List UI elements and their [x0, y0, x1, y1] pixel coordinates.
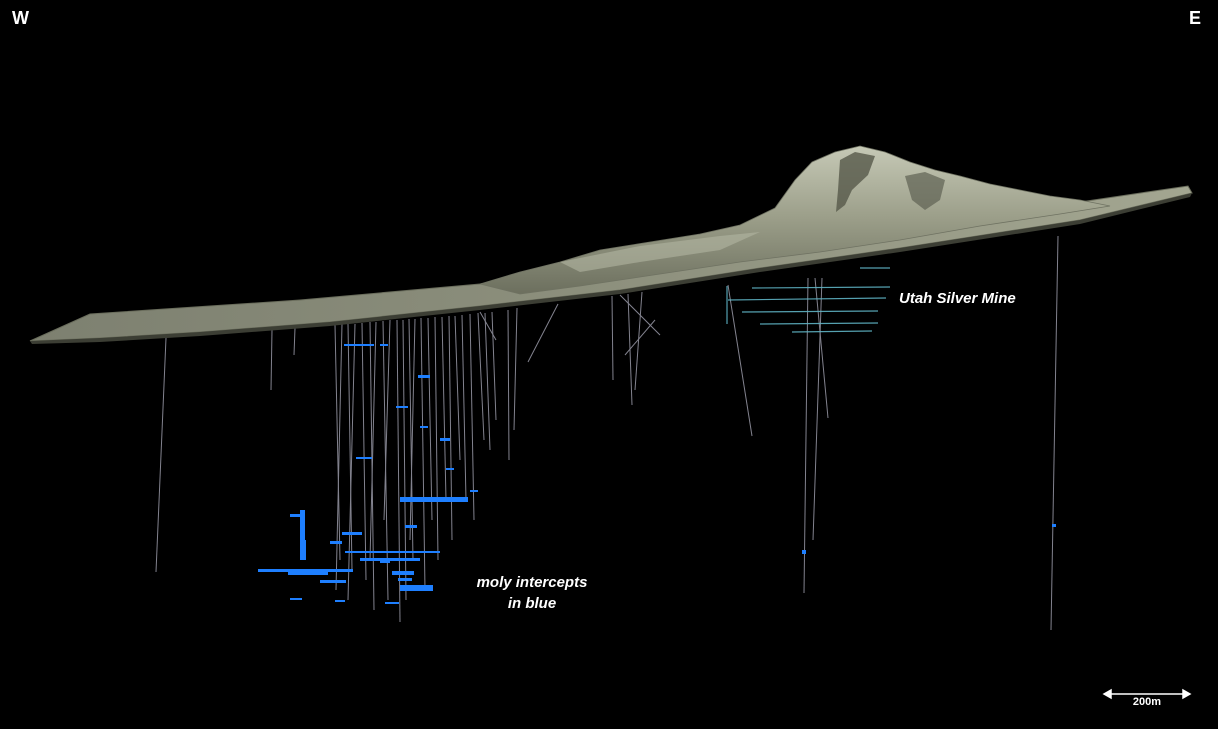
mine-level — [751, 286, 891, 289]
drillhole-trace — [527, 303, 559, 363]
drillhole-trace — [491, 311, 497, 421]
scale-bar: 200m — [1104, 686, 1190, 714]
moly-intercept — [392, 571, 414, 575]
drillhole-traces — [155, 235, 1059, 631]
drillhole-trace — [441, 316, 447, 501]
moly-intercept — [335, 600, 345, 602]
moly-intercept — [405, 525, 417, 528]
drillhole-trace — [479, 311, 497, 341]
compass-east-label: E — [1189, 8, 1202, 28]
moly-intercept — [418, 375, 430, 378]
moly-intercept — [470, 490, 478, 492]
drillhole-trace — [427, 317, 433, 521]
terrain-surface — [29, 145, 1193, 344]
drillhole-trace — [402, 319, 407, 601]
drillhole-trace — [513, 307, 518, 431]
drillhole-trace — [408, 318, 414, 561]
moly-intercept — [290, 514, 304, 517]
moly-intercept — [290, 598, 302, 600]
drillhole-trace — [727, 284, 753, 437]
moly-label-line-2: in blue — [507, 595, 557, 612]
moly-intercept — [400, 585, 433, 591]
terrain-mountain — [478, 145, 1111, 295]
moly-intercept — [1052, 524, 1056, 527]
mine-level — [759, 322, 879, 325]
moly-intercept — [345, 551, 440, 553]
drillhole-trace — [383, 319, 391, 521]
drillhole-trace — [484, 312, 491, 451]
moly-intercept — [420, 426, 428, 428]
mine-level — [791, 330, 873, 333]
moly-intercept — [440, 438, 450, 441]
drillhole-trace — [454, 315, 461, 461]
mine-level — [727, 297, 887, 301]
drillhole-trace — [507, 309, 510, 461]
moly-intercept — [446, 468, 454, 470]
terrain-ridge-shadow-2 — [905, 172, 945, 210]
moly-intercept — [360, 558, 420, 561]
drillhole-trace — [347, 323, 356, 601]
drillhole-trace — [270, 329, 273, 391]
drillhole-trace — [420, 317, 426, 591]
drillhole-trace — [335, 323, 343, 591]
moly-intercepts — [258, 344, 1056, 604]
drillhole-trace — [1050, 235, 1059, 631]
moly-intercept — [258, 569, 353, 572]
mine-workings — [726, 267, 891, 333]
moly-intercept — [802, 550, 806, 554]
drillhole-trace — [361, 322, 367, 581]
drillhole-trace — [369, 321, 377, 561]
drillhole-trace — [155, 337, 167, 573]
drillhole-trace — [812, 277, 823, 541]
terrain-slope-highlight — [560, 232, 760, 272]
moly-intercept — [396, 406, 408, 408]
drillhole-trace — [461, 314, 467, 501]
drillhole-trace — [814, 277, 829, 419]
compass-west-label: W — [12, 8, 29, 28]
moly-intercepts-label: moly intercepts in blue — [462, 572, 602, 614]
moly-intercept — [385, 602, 399, 604]
moly-intercept — [380, 560, 390, 563]
drillhole-trace — [624, 319, 656, 356]
scale-bar-arrow — [1102, 688, 1192, 700]
moly-intercept — [344, 344, 374, 346]
moly-intercept — [288, 572, 328, 575]
drillhole-trace — [293, 327, 296, 356]
drillhole-trace — [396, 319, 401, 623]
moly-intercept — [380, 344, 388, 346]
moly-label-line-1: moly intercepts — [476, 574, 588, 591]
drillhole-trace — [611, 295, 614, 381]
drillhole-trace — [803, 277, 809, 594]
moly-intercept — [330, 541, 342, 544]
mine-level — [741, 310, 879, 313]
drillhole-trace — [469, 313, 475, 521]
moly-intercept — [400, 497, 468, 502]
moly-intercept — [342, 532, 362, 535]
utah-silver-mine-label: Utah Silver Mine — [899, 290, 1016, 307]
drillhole-trace — [434, 316, 439, 561]
drillhole-trace — [634, 291, 643, 391]
drillhole-trace — [619, 294, 661, 336]
drillhole-trace — [477, 312, 485, 441]
drillhole-trace — [409, 318, 416, 541]
moly-intercept — [300, 510, 305, 540]
drillhole-trace — [347, 323, 353, 571]
scale-bar-label: 200m — [1132, 696, 1162, 708]
moly-intercept — [320, 580, 346, 583]
moly-intercept — [356, 457, 372, 459]
moly-intercept — [300, 540, 306, 560]
terrain-ridge-shadow — [836, 152, 875, 212]
moly-intercept — [398, 578, 412, 581]
drillhole-trace — [448, 315, 453, 541]
drillhole-trace — [334, 324, 341, 561]
